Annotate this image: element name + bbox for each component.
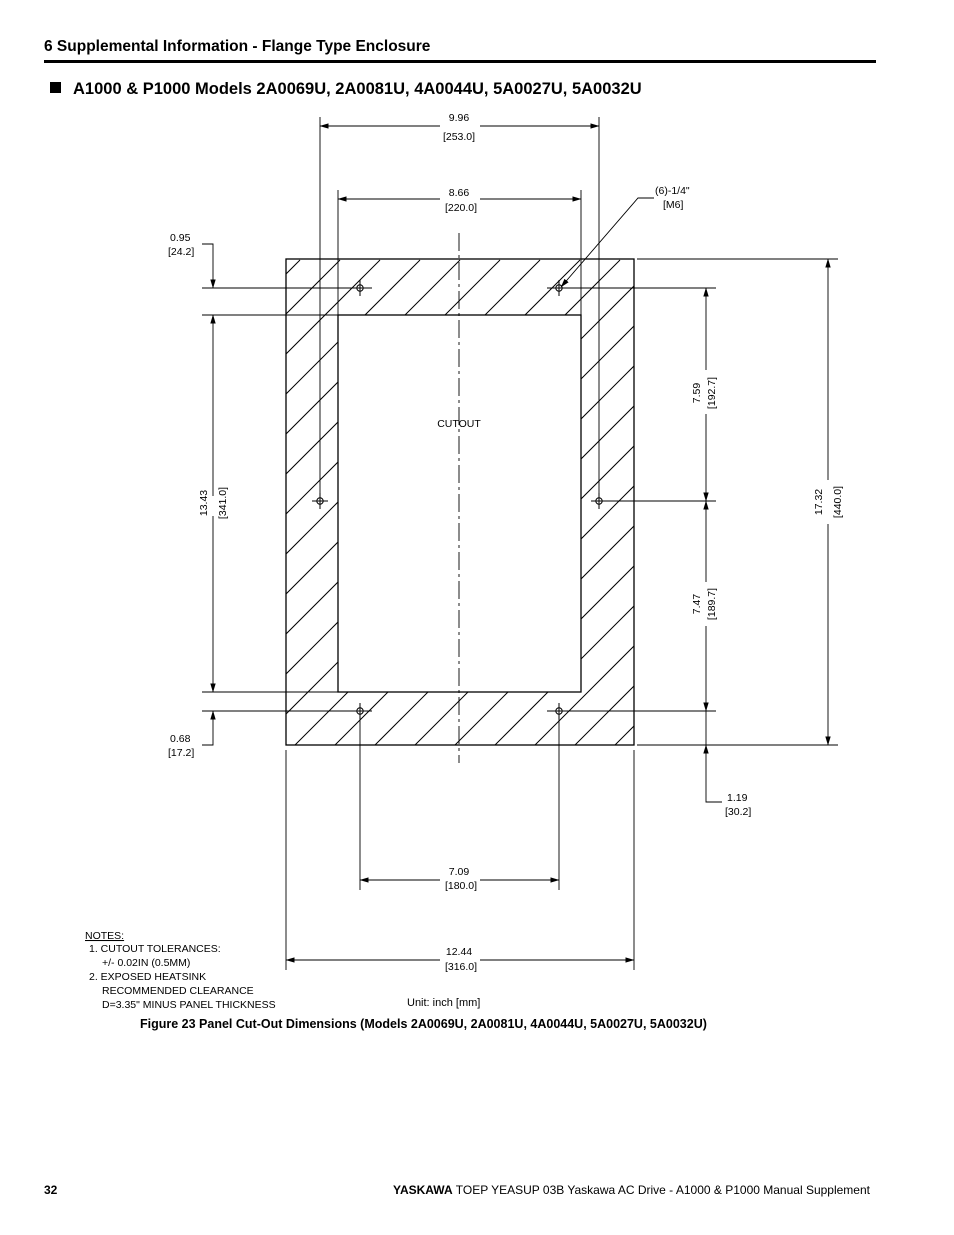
hatch-line xyxy=(660,260,954,780)
hatch-line xyxy=(499,259,634,745)
hatch-line xyxy=(286,259,301,745)
header-rule xyxy=(44,60,876,63)
hatch-line xyxy=(286,259,461,745)
footer-brand: YASKAWA xyxy=(393,1183,453,1197)
hatch-line xyxy=(780,260,954,780)
hatch-line xyxy=(286,259,541,745)
hole-spec-metric: [M6] xyxy=(663,199,684,211)
page-footer: YASKAWA TOEP YEASUP 03B Yaskawa AC Drive… xyxy=(393,1183,870,1197)
note-line: RECOMMENDED CLEARANCE xyxy=(102,985,254,997)
dim-right-upper-in: 7.59 xyxy=(691,383,703,404)
drawing-notes: NOTES: 1. CUTOUT TOLERANCES: +/- 0.02IN … xyxy=(85,930,276,1011)
dim-left-bottom-in: 0.68 xyxy=(170,733,191,745)
page-number: 32 xyxy=(44,1183,58,1197)
hatch-line xyxy=(286,259,341,745)
dim-bottom-inner-in: 7.09 xyxy=(449,866,470,878)
dim-bottom-outer-mm: [316.0] xyxy=(445,961,477,973)
dim-left-top-mm: [24.2] xyxy=(168,246,194,258)
dim-left-height-mm: [341.0] xyxy=(217,487,229,519)
cutout-outline xyxy=(337,314,582,693)
flange-outline xyxy=(285,258,635,746)
dim-right-bottom-in: 1.19 xyxy=(727,792,748,804)
hatch-line xyxy=(820,260,954,780)
hatch-line xyxy=(619,259,634,745)
hatch-line xyxy=(339,259,634,745)
note-line: +/- 0.02IN (0.5MM) xyxy=(102,957,190,969)
extension-lines xyxy=(202,117,838,970)
dim-right-total-in: 17.32 xyxy=(813,489,825,515)
dim-bottom-inner-mm: [180.0] xyxy=(445,880,477,892)
section-title: 6 Supplemental Information - Flange Type… xyxy=(44,38,431,55)
dim-left-height-in: 13.43 xyxy=(198,490,210,516)
dim-top-outer-mm: [253.0] xyxy=(443,131,475,143)
hatch-line xyxy=(286,259,381,745)
dim-right-bottom-mm: [30.2] xyxy=(725,806,751,818)
page-heading: A1000 & P1000 Models 2A0069U, 2A0081U, 4… xyxy=(50,80,642,99)
dim-right-total-mm: [440.0] xyxy=(832,486,844,518)
heading-text: A1000 & P1000 Models 2A0069U, 2A0081U, 4… xyxy=(73,80,642,98)
dim-top-outer-in: 9.96 xyxy=(449,112,470,124)
dim-right-upper-mm: [192.7] xyxy=(706,377,718,409)
figure-caption: Figure 23 Panel Cut-Out Dimensions (Mode… xyxy=(140,1017,707,1031)
unit-note: Unit: inch [mm] xyxy=(407,997,481,1009)
dim-top-inner-in: 8.66 xyxy=(449,187,470,199)
note-line: 2. EXPOSED HEATSINK xyxy=(89,971,206,983)
hatch-line xyxy=(700,260,954,780)
dim-bottom-outer-in: 12.44 xyxy=(446,946,472,958)
mounting-holes xyxy=(312,280,607,719)
hatch-line xyxy=(299,259,634,745)
dim-left-bottom-mm: [17.2] xyxy=(168,747,194,759)
flange-hatching xyxy=(286,259,954,780)
dimension-lines xyxy=(202,123,831,963)
dim-right-lower-mm: [189.7] xyxy=(706,588,718,620)
hatch-line xyxy=(860,260,954,780)
note-line: D=3.35" MINUS PANEL THICKNESS xyxy=(102,999,276,1011)
bullet-square-icon xyxy=(50,82,61,93)
hatch-line xyxy=(539,259,634,745)
hole-spec-label: (6)-1/4" xyxy=(655,185,690,197)
hatch-line xyxy=(459,259,634,745)
hatch-line xyxy=(286,259,634,745)
hatch-line xyxy=(579,259,634,745)
hatch-line xyxy=(900,260,954,780)
hatch-line xyxy=(419,259,634,745)
dim-right-lower-in: 7.47 xyxy=(691,594,703,615)
dim-left-top-in: 0.95 xyxy=(170,232,191,244)
hatch-line xyxy=(286,259,634,745)
hatch-line xyxy=(740,260,954,780)
hatch-line xyxy=(286,259,421,745)
dim-top-inner-mm: [220.0] xyxy=(445,202,477,214)
cutout-label: CUTOUT xyxy=(437,418,481,430)
note-line: 1. CUTOUT TOLERANCES: xyxy=(89,943,221,955)
hatch-line xyxy=(286,259,501,745)
hatch-line xyxy=(379,259,634,745)
notes-heading: NOTES: xyxy=(85,930,124,942)
hatch-line xyxy=(286,259,621,745)
footer-text: TOEP YEASUP 03B Yaskawa AC Drive - A1000… xyxy=(452,1183,870,1197)
